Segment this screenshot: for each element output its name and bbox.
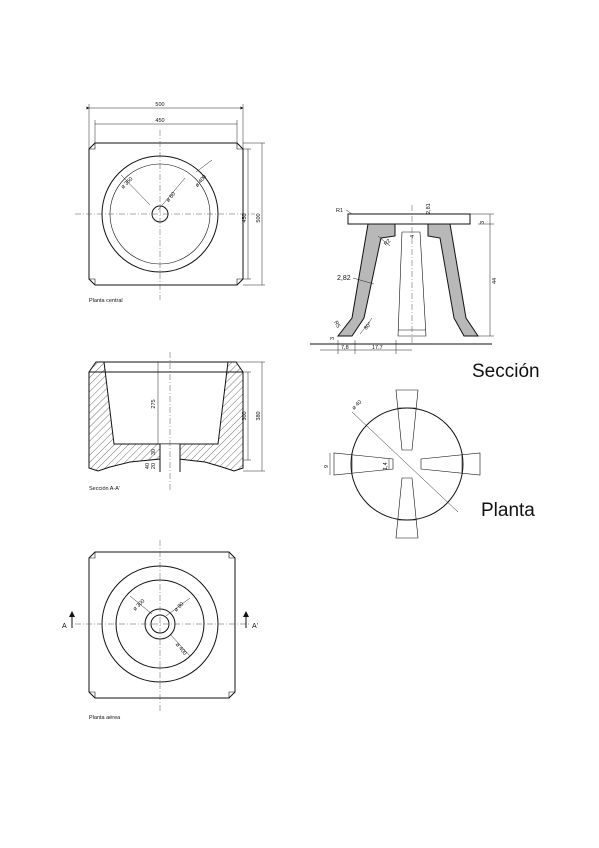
plan-central-dim-inner: 450 bbox=[155, 118, 164, 124]
detail-plan-title: Planta bbox=[481, 500, 535, 521]
section-aa-caption: Sección A-A' bbox=[89, 486, 120, 492]
detail-central-strut bbox=[397, 231, 427, 337]
detail-section-title: Sección bbox=[472, 361, 540, 382]
detail-plan-view: ø 40 9 1,4 Planta bbox=[324, 389, 535, 539]
section-marker-a-prime: A' bbox=[252, 623, 258, 630]
section-marker-a: A bbox=[62, 623, 67, 630]
detail-plan-label-9: 9 bbox=[324, 465, 330, 468]
section-right-wall bbox=[169, 361, 244, 472]
plan-central-view: 500 450 450 500 ø 350 ø 60 ø 400 Planta … bbox=[75, 102, 265, 304]
detail-plan-label-14: 1,4 bbox=[383, 462, 389, 470]
detail-label-44: 44 bbox=[492, 278, 498, 284]
plan-top-outline bbox=[88, 551, 236, 699]
plan-top-view: ø 300 ø 80 ø 400 A A' Planta aérea bbox=[62, 540, 258, 721]
plan-central-dia-400: ø 400 bbox=[194, 174, 208, 189]
section-dim-20: 20 bbox=[151, 463, 157, 469]
detail-label-4: 4 bbox=[410, 235, 416, 238]
detail-label-281: 2,81 bbox=[426, 203, 432, 214]
detail-label-angle: 80° bbox=[363, 321, 373, 331]
detail-label-r1: R1 bbox=[336, 208, 343, 214]
detail-plan-wedge-top bbox=[395, 389, 419, 451]
detail-top-plate bbox=[347, 213, 471, 225]
detail-plan-wedge-right bbox=[420, 452, 481, 476]
section-dim-300: 300 bbox=[242, 411, 248, 420]
detail-plan-wedge-bottom bbox=[395, 477, 419, 539]
plan-central-dia-350: ø 350 bbox=[120, 176, 134, 190]
plan-central-dim-side-outer: 500 bbox=[256, 213, 262, 222]
section-dim-40: 40 bbox=[145, 463, 151, 469]
detail-label-3-bottom: 3 bbox=[330, 337, 336, 340]
detail-right-leg bbox=[427, 223, 479, 337]
detail-plan-wedge-left bbox=[333, 452, 394, 476]
plan-central-dim-outer: 500 bbox=[155, 102, 164, 108]
detail-left-leg bbox=[336, 223, 396, 337]
detail-label-282: 2,82 bbox=[337, 275, 351, 282]
detail-plan-label-dia: ø 40 bbox=[351, 399, 363, 411]
section-dim-380: 380 bbox=[256, 411, 262, 420]
section-aa-view: 275 30 20 40 300 380 Sección A-A' bbox=[88, 352, 265, 492]
detail-label-r5: R5 bbox=[332, 320, 341, 329]
detail-label-177: 17,7 bbox=[372, 345, 383, 351]
plan-central-dia-60: ø 60 bbox=[165, 191, 177, 203]
section-dim-30: 30 bbox=[151, 449, 157, 455]
plan-top-caption: Planta aérea bbox=[89, 715, 121, 721]
detail-label-r2: R2 bbox=[383, 238, 392, 247]
section-dim-275: 275 bbox=[151, 399, 157, 408]
detail-label-3-top: 3 bbox=[480, 221, 486, 224]
detail-label-78: 7,8 bbox=[341, 345, 349, 351]
plan-central-dim-side-inner: 450 bbox=[242, 213, 248, 222]
plan-top-dia-300: ø 300 bbox=[132, 598, 146, 612]
detail-section-view: R1 2,81 3 R2 4 2,82 44 R5 80° 3 7,8 17,7… bbox=[310, 203, 540, 382]
plan-top-dia-400: ø 400 bbox=[174, 642, 188, 657]
plan-central-caption: Planta central bbox=[89, 298, 123, 304]
